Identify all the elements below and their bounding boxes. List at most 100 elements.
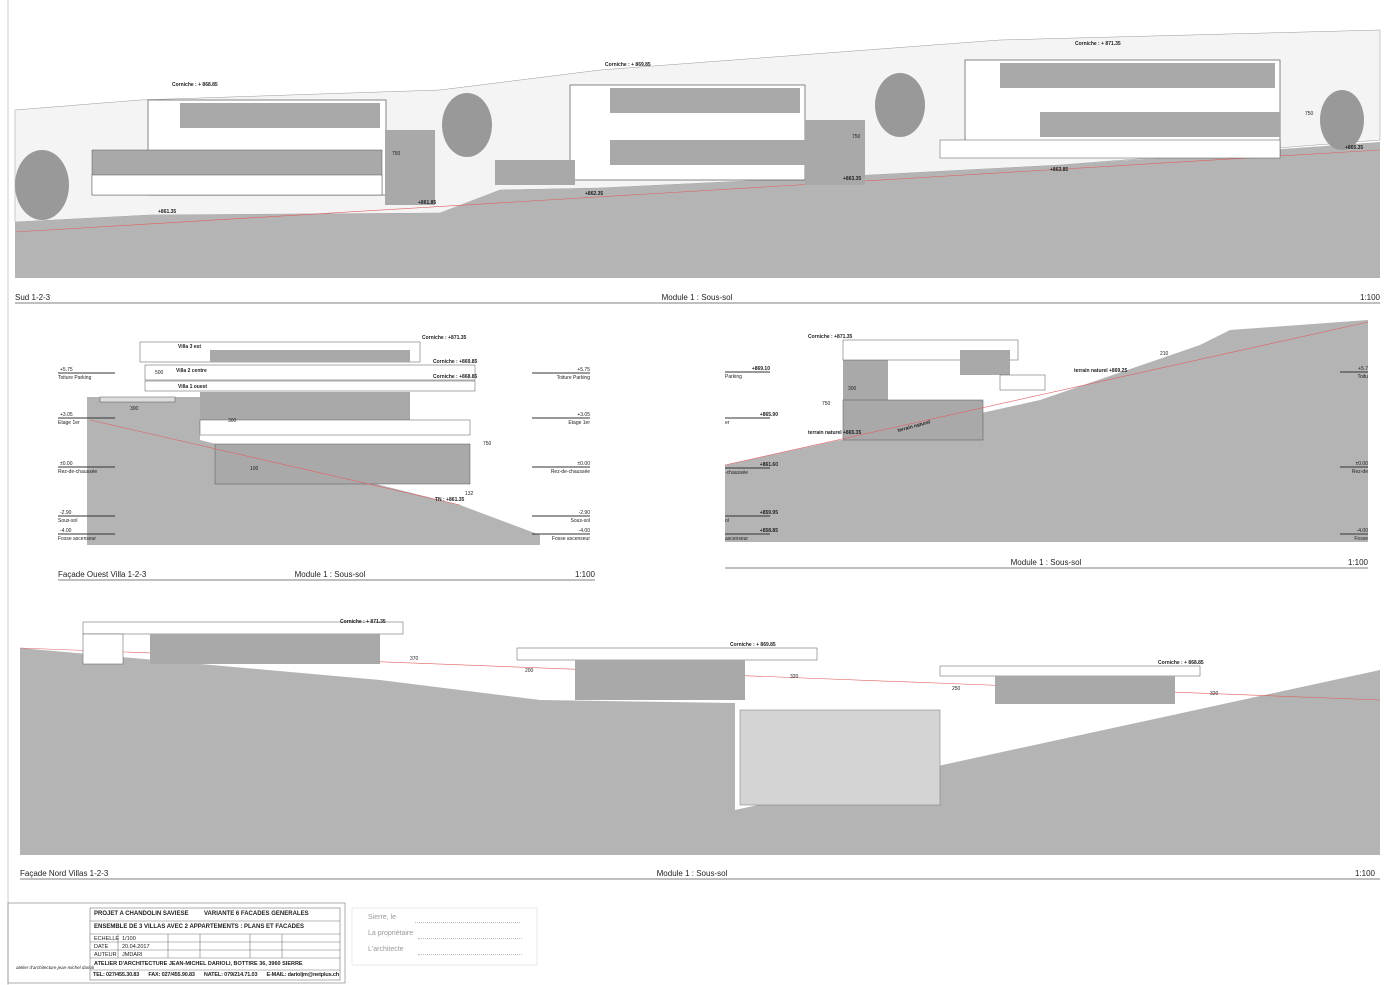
tree-icon <box>875 73 925 137</box>
drawing-shape <box>960 350 1010 375</box>
drawing-shape <box>610 88 800 113</box>
tel: TEL: 027/455.30.83 <box>93 972 140 978</box>
drawing-label: 300 <box>130 406 139 412</box>
drawing-label: -4.00 <box>579 528 591 534</box>
drawing-label: Etage 1er <box>58 420 80 426</box>
drawing-label: +859.95 <box>760 510 778 516</box>
drawing-label: +861.35 <box>158 209 176 215</box>
drawing-shape <box>995 676 1175 704</box>
drawing-label: +865.90 <box>760 412 778 418</box>
drawing-label: 750 <box>1305 111 1314 117</box>
drawing-shape <box>144 364 476 381</box>
drawing-shape <box>739 709 941 806</box>
auteur-value: JMDARI <box>122 952 143 958</box>
drawing-label: Corniche : + 869.85 <box>730 642 776 648</box>
drawing-label: Parking <box>725 374 742 380</box>
auteur-label: AUTEUR <box>94 952 117 958</box>
drawing-shape <box>89 907 341 981</box>
drawing-label: Corniche : + 869.85 <box>605 62 651 68</box>
drawing-shape <box>724 321 1369 466</box>
drawing-label: terrain naturel +865.35 <box>808 430 861 436</box>
drawing-shape <box>7 902 346 984</box>
tree-icon <box>1320 90 1364 150</box>
drawing-label: Rez-de-chaussée <box>58 469 97 475</box>
signature-architect-line[interactable] <box>418 954 522 955</box>
drawing-shape <box>14 149 1381 233</box>
drawing-shape <box>199 419 471 436</box>
echelle-value: 1/100 <box>122 936 136 942</box>
drawing-label: +5.75 <box>577 367 590 373</box>
fax: FAX: 027/455.90.83 <box>148 972 195 978</box>
drawing-label: terrain naturel +869.25 <box>1074 368 1127 374</box>
drawing-label: 300 <box>228 418 237 424</box>
date-label: DATE <box>94 944 109 950</box>
drawing-label: +5.7 <box>1358 366 1368 372</box>
drawing-label: TN : +861.35 <box>435 497 465 503</box>
drawing-label: Toitu <box>1357 374 1368 380</box>
drawing-label: +863.35 <box>843 176 861 182</box>
drawing-label: +5.75 <box>60 367 73 373</box>
drawing-label: Façade Ouest Villa 1-2-3 <box>58 570 147 579</box>
drawing-label: er <box>725 420 730 426</box>
drawing-label: +863.85 <box>1050 167 1068 173</box>
drawing-shape <box>91 174 383 196</box>
drawing-label: Façade Nord Villas 1-2-3 <box>20 869 109 878</box>
drawing-shape <box>1040 112 1280 137</box>
drawing-label: -4.00 <box>1357 528 1369 534</box>
ground <box>15 142 1380 278</box>
drawing-label: -4.00 <box>60 528 72 534</box>
drawing-label: 320 <box>1210 691 1219 697</box>
echelle-label: ECHELLE <box>94 936 120 942</box>
contact-row: TEL: 027/455.30.83 FAX: 027/455.90.83 NA… <box>93 972 339 978</box>
elevation-est: Corniche : +871.35 terrain naturel +865.… <box>724 320 1369 569</box>
drawing-label: Toiture Parking <box>58 375 92 381</box>
drawing-label: Corniche : +869.85 <box>433 359 478 365</box>
drawing-label: 370 <box>410 656 419 662</box>
atelier-logo: atelier d'architecture jean-michel dario… <box>16 965 94 970</box>
email: E-MAIL: darioljm@netplus.ch <box>266 972 339 978</box>
drawing-shape <box>200 392 410 420</box>
drawing-label: Corniche : + 868.85 <box>172 82 218 88</box>
drawing-label: Villa 2 centre <box>176 368 207 374</box>
drawing-label: Module 1 : Sous-sol <box>1011 558 1082 567</box>
drawing-label: Rez-de-chaussée <box>551 469 590 475</box>
drawing-label: 100 <box>250 466 259 472</box>
natel: NATEL: 079/214.71.03 <box>203 972 258 978</box>
drawing-label: 132 <box>465 491 474 497</box>
drawing-label: Villa 3 est <box>178 344 201 350</box>
drawing-label: Toiture Parking <box>557 375 591 381</box>
signature-place-line[interactable] <box>415 922 520 923</box>
date-value: 20.04.2017 <box>122 944 150 950</box>
drawing-shape <box>805 120 865 185</box>
title-block-frame <box>7 902 538 984</box>
ground <box>20 648 1380 855</box>
project-name: PROJET A CHANDOLIN SAVIESE <box>94 911 189 917</box>
drawing-label: +3.05 <box>60 412 73 418</box>
drawing-label: Corniche : + 868.85 <box>1158 660 1204 666</box>
drawing-label: Sud 1-2-3 <box>15 293 51 302</box>
drawing-label: -2.90 <box>60 510 72 516</box>
elevation-nord: Corniche : + 871.35 Corniche : + 869.85 … <box>19 619 1381 880</box>
drawing-shape <box>99 396 176 403</box>
drawing-label: +861.85 <box>418 200 436 206</box>
signature-owner-line[interactable] <box>418 938 522 939</box>
drawing-label: Sous-sol <box>571 518 590 524</box>
drawing-label: -2.90 <box>579 510 591 516</box>
ground <box>725 320 1368 542</box>
drawing-shape <box>210 350 410 362</box>
drawing-shape <box>351 907 538 966</box>
drawing-label: 750 <box>822 401 831 407</box>
drawing-label: +865.35 <box>1345 145 1363 151</box>
drawing-shape <box>575 660 745 700</box>
drawing-label: Fosse ascenseur <box>552 536 590 542</box>
drawing-label: 1:100 <box>575 570 596 579</box>
drawing-shape <box>939 665 1201 677</box>
drawing-label: 500 <box>155 370 164 376</box>
drawing-label: 1:100 <box>1360 293 1381 302</box>
drawing-label: -chaussée <box>725 470 748 476</box>
drawing-shape <box>82 633 124 665</box>
